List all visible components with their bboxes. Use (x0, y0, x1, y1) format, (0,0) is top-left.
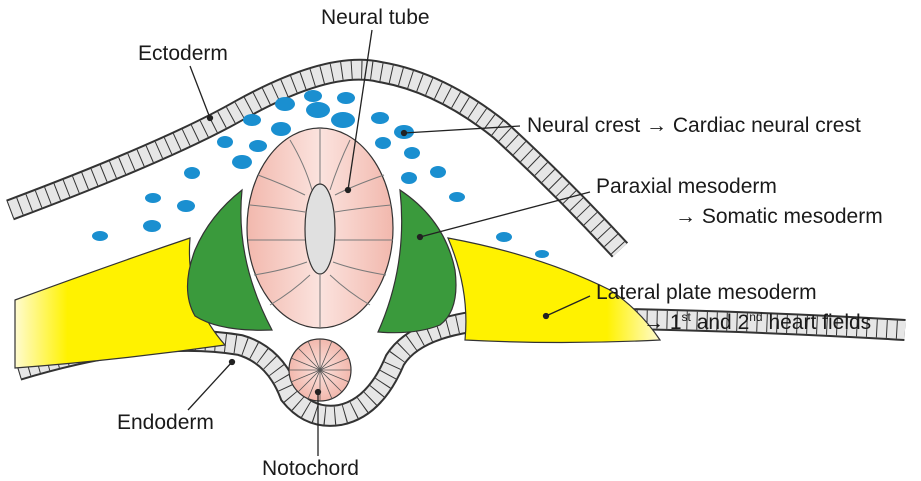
endoderm-leader (188, 362, 232, 410)
label-somatic-mesoderm: → Somatic mesoderm (675, 206, 883, 227)
heart-fields-sup-first: st (682, 310, 691, 324)
label-neural-tube: Neural tube (321, 7, 430, 28)
heart-fields-mid: and 2 (691, 311, 749, 334)
label-paraxial-mesoderm: Paraxial mesoderm (596, 176, 777, 197)
label-neural-crest: Neural crest → Cardiac neural crest (527, 115, 861, 136)
heart-fields-prefix: → 1 (643, 311, 682, 334)
heart-fields-suffix: heart fields (763, 311, 872, 334)
label-heart-fields: → 1st and 2nd heart fields (643, 312, 871, 333)
neural-tube (247, 128, 393, 328)
heart-fields-sup-second: nd (749, 310, 762, 324)
neural-canal (305, 184, 335, 274)
label-endoderm: Endoderm (117, 412, 214, 433)
label-ectoderm: Ectoderm (138, 43, 228, 64)
label-notochord: Notochord (262, 458, 359, 479)
paraxial-mesoderm-leader (420, 192, 590, 237)
ectoderm-leader (190, 66, 210, 118)
label-lateral-plate-mesoderm: Lateral plate mesoderm (596, 282, 817, 303)
